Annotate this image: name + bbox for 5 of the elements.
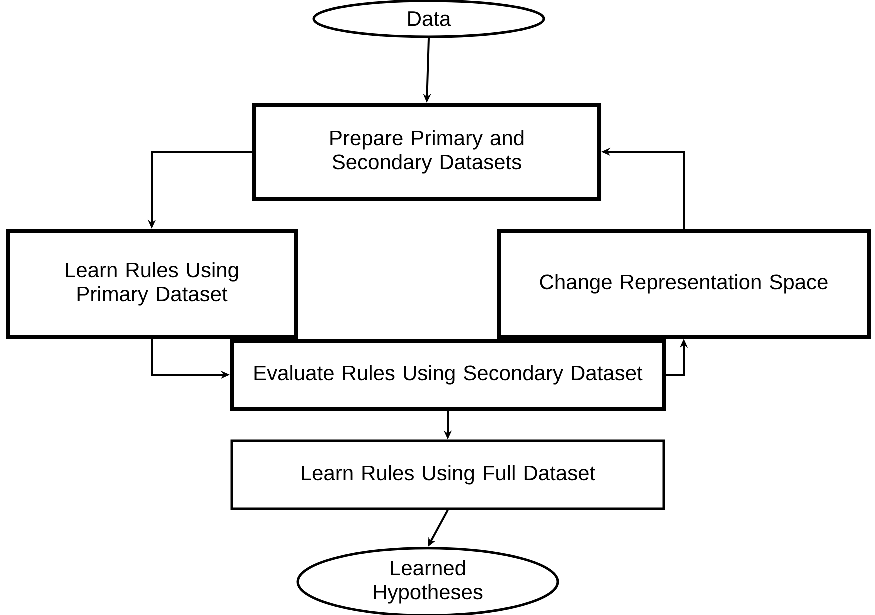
process-box: Evaluate Rules Using Secondary Dataset [230,339,666,411]
process-box: Learn Rules Using Full Dataset [230,440,666,510]
process-box: Prepare Primary and Secondary Datasets [252,103,602,201]
process-box: Change Representation Space [497,229,871,339]
process-box: Learn Rules Using Primary Dataset [6,229,298,339]
